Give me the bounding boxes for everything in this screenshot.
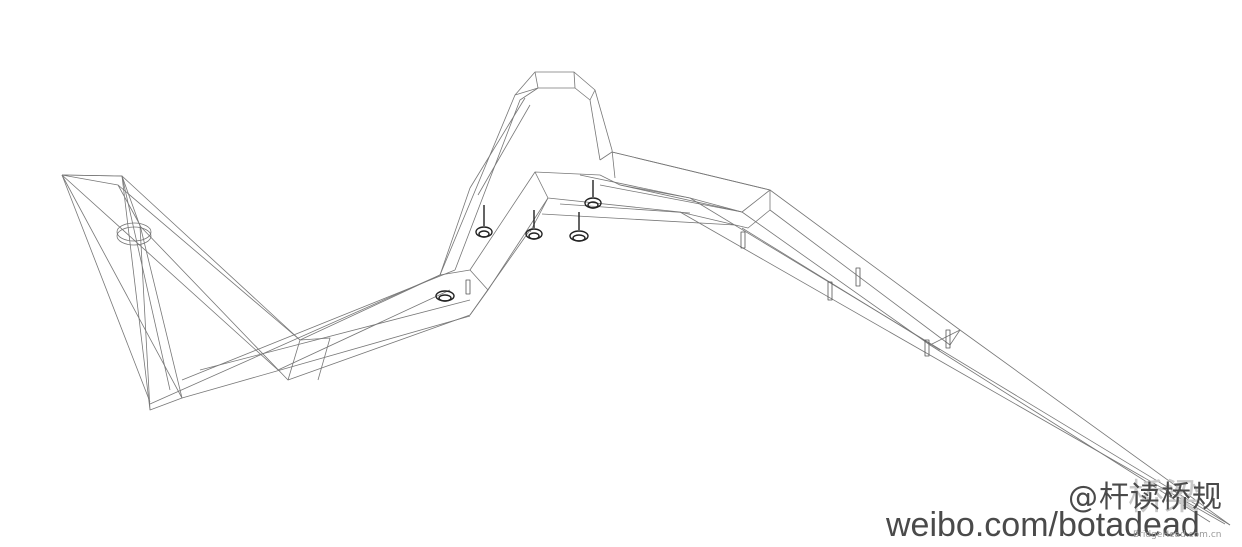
central-arch-outer <box>439 71 616 276</box>
bearing-node <box>584 180 602 209</box>
ring-node <box>116 222 152 246</box>
bearing-nodes <box>435 180 602 302</box>
bearing-node <box>525 210 543 240</box>
watermark-handle: @杆读桥规 <box>1068 480 1223 515</box>
watermark-url: weibo.com/botadead <box>886 506 1200 544</box>
bearing-node <box>435 290 455 302</box>
watermark-seal: 桥梁 <box>1128 477 1201 518</box>
pier-posts <box>465 231 951 357</box>
left-span-lower <box>139 225 531 381</box>
central-arch-inner <box>454 87 601 271</box>
central-deck <box>439 151 771 276</box>
left-tip-inner <box>61 174 151 411</box>
watermark-small-text: BridgeHead.com.cn <box>1133 530 1222 540</box>
bearing-node <box>569 212 589 242</box>
left-tip-outline <box>61 174 183 411</box>
bridge-deck-wireframe <box>61 71 1231 526</box>
left-span-upper <box>121 175 471 341</box>
bearing-node <box>475 205 493 238</box>
right-span-lower <box>619 184 1211 523</box>
right-span-upper <box>611 151 1231 526</box>
